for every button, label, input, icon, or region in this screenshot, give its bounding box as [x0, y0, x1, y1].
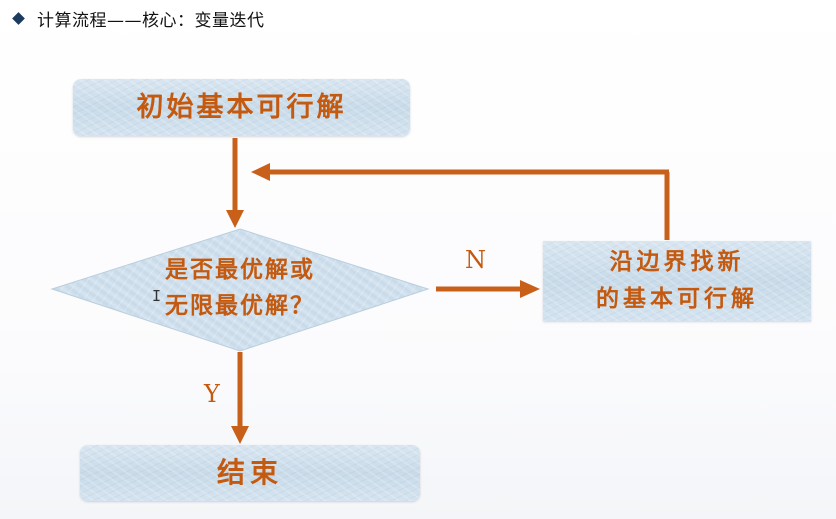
side-box: 沿边界找新 的基本可行解 — [543, 241, 811, 321]
yes-branch-label: Y — [204, 380, 220, 408]
start-box-label: 初始基本可行解 — [136, 91, 347, 123]
side-box-label: 沿边界找新 的基本可行解 — [596, 244, 758, 318]
arrowhead-loop-back — [251, 163, 270, 181]
side-box-label-line1: 沿边界找新 — [609, 248, 745, 276]
end-box-label: 结束 — [216, 455, 283, 489]
text-cursor-icon: I — [152, 287, 162, 305]
arrowhead-start-to-decision — [226, 210, 244, 228]
start-box: 初始基本可行解 — [73, 79, 410, 136]
side-box-label-line2: 的基本可行解 — [596, 285, 758, 312]
decision-diamond — [50, 228, 430, 352]
slide-header: 计算流程——核心：变量迭代 — [12, 6, 265, 31]
decision-label-line1: 是否最优解或 — [165, 256, 315, 283]
arrowhead-decision-to-side — [520, 280, 540, 298]
end-box: 结束 — [80, 445, 420, 501]
decision-label: 是否最优解或 无限最优解？ — [120, 252, 360, 323]
arrowhead-decision-to-end — [231, 426, 249, 444]
decision-label-line2: 无限最优解？ — [165, 291, 315, 319]
no-branch-label: N — [465, 246, 486, 274]
slide-title: 计算流程——核心：变量迭代 — [37, 10, 265, 31]
